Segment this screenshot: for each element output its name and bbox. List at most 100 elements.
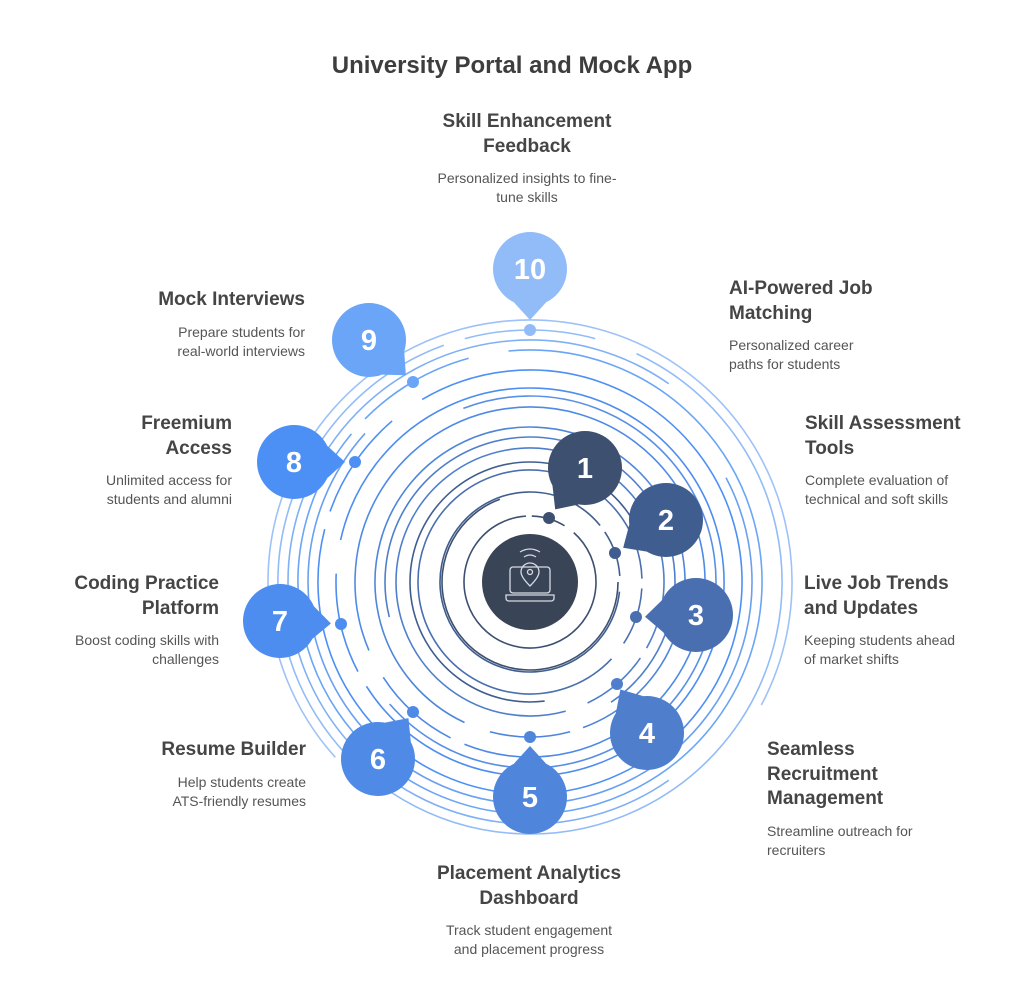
description-line: real-world interviews [177, 342, 305, 359]
number-bubble [493, 232, 567, 306]
step-description: Prepare students for real-world interview… [45, 323, 305, 361]
bubble-pointer [312, 606, 331, 639]
number-bubble [341, 722, 415, 796]
ring-arc [317, 369, 743, 795]
number-bubble [493, 760, 567, 834]
description-line: and placement progress [453, 941, 605, 957]
diagram-title: University Portal and Mock App [331, 52, 693, 79]
ring-dot [543, 512, 555, 524]
heading-line: Seamless [767, 739, 855, 760]
bubble-pointer [645, 600, 664, 633]
ring-dot [407, 376, 419, 388]
heading-line: Coding Practice [74, 573, 219, 594]
ring-dot [349, 456, 361, 468]
ring-dot [630, 611, 642, 623]
number-bubble [243, 584, 317, 658]
step-heading: Mock Interviews [45, 288, 305, 313]
step-description: Streamline outreach for recruiters [767, 822, 1024, 860]
number-bubble [548, 431, 622, 505]
heading-line: Recruitment [767, 763, 878, 785]
number-bubble [257, 425, 331, 499]
step-10-marker: 10 [493, 232, 567, 336]
heading-line: Live Job Trends [804, 573, 949, 594]
step-number: 2 [658, 505, 674, 537]
description-line: Prepare students for [178, 323, 305, 340]
step-description: Unlimited access for students and alumni [0, 471, 232, 509]
step-2-marker: 2 [609, 483, 703, 559]
step-9-marker: 9 [332, 303, 419, 388]
description-line: Complete evaluation of [805, 472, 949, 488]
step-number: 9 [361, 325, 377, 357]
description-line: Keeping students ahead [804, 632, 956, 648]
description-line: paths for students [729, 356, 841, 372]
ring-dot [609, 547, 621, 559]
step-3-marker: 3 [630, 578, 733, 652]
heading-line: Tools [805, 437, 855, 459]
ring-dot [335, 618, 347, 630]
center-hub [482, 534, 578, 630]
description-line: Track student engagement [445, 922, 613, 938]
step-number: 7 [272, 606, 288, 638]
step-number: 5 [522, 782, 538, 814]
description-line: recruiters [767, 841, 826, 858]
step-description: Personalized insights to fine-tune skill… [397, 169, 657, 207]
number-bubble [610, 696, 684, 770]
step-number: 4 [639, 718, 655, 750]
description-line: Personalized career [729, 337, 854, 353]
step-description: Personalized career paths for students [729, 336, 989, 374]
heading-line: Access [165, 437, 232, 459]
ring-arc [439, 491, 621, 673]
step-6-marker: 6 [341, 706, 419, 796]
ring-arc [463, 515, 597, 649]
step-number: 1 [577, 453, 593, 485]
heading-line: Skill Enhancement [442, 111, 612, 132]
bubble-pointer [513, 302, 547, 320]
ring-dot [524, 324, 536, 336]
heading-line: Feedback [483, 135, 571, 157]
heading-line: Skill Assessment [805, 413, 961, 434]
step-1-marker: 1 [543, 431, 622, 524]
step-description: Track student engagement and placement pr… [399, 921, 659, 959]
description-line: tune skills [496, 189, 558, 205]
heading-line: Freemium [141, 413, 232, 434]
heading-line: Management [767, 788, 884, 809]
step-number: 10 [514, 254, 546, 286]
description-line: Streamline outreach for [767, 822, 913, 839]
step-4-marker: 4 [610, 678, 684, 770]
description-line: Unlimited access for [105, 472, 232, 488]
ring-dot [407, 706, 419, 718]
description-line: of market shifts [804, 651, 899, 667]
step-heading: Resume Builder [46, 738, 306, 763]
step-heading: Live Job Trends and Updates [804, 572, 1024, 621]
heading-line: Mock Interviews [158, 289, 305, 310]
description-line: technical and soft skills [805, 491, 949, 507]
heading-line: AI-Powered Job [729, 278, 873, 299]
heading-line: Placement Analytics [436, 863, 622, 884]
description-line: ATS-friendly resumes [172, 792, 306, 809]
heading-line: and Updates [804, 597, 919, 619]
step-5-marker: 5 [493, 731, 567, 834]
ring-dot [611, 678, 623, 690]
step-7-marker: 7 [243, 584, 347, 658]
bubble-pointer [513, 746, 547, 764]
laptop-location-icon [505, 548, 555, 602]
description-line: students and alumni [106, 491, 232, 507]
description-line: Personalized insights to fine- [437, 170, 617, 186]
heading-line: Platform [141, 597, 219, 619]
